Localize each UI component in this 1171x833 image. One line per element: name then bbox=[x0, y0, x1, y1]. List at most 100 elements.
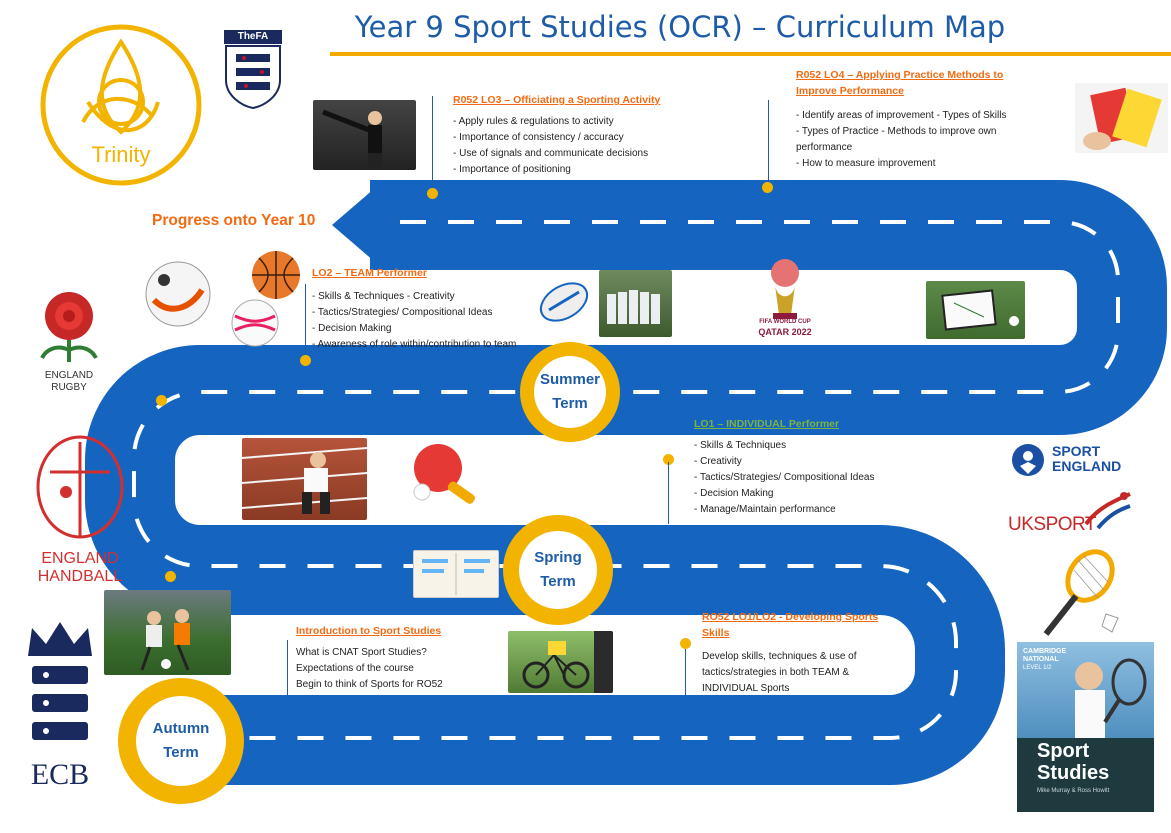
list-item: - Awareness of role within/contribution … bbox=[312, 339, 517, 350]
list-item: - Skills & Techniques - Creativity bbox=[312, 291, 455, 302]
practice-heading-line-1: R052 LO4 – Applying Practice Methods to bbox=[796, 69, 1004, 81]
ecb-logo-text: ECB bbox=[30, 758, 90, 791]
uk-sport-text: UKSPORT bbox=[1008, 514, 1097, 535]
team-unit: LO2 – TEAM Performer - Skills & Techniqu… bbox=[312, 265, 572, 353]
team-huddle-photo bbox=[599, 270, 672, 337]
practice-unit: R052 LO4 – Applying Practice Methods to … bbox=[796, 67, 1056, 172]
officiating-unit: R052 LO3 – Officiating a Sporting Activi… bbox=[453, 92, 763, 178]
road-band bbox=[85, 180, 1167, 785]
practice-connector bbox=[768, 100, 769, 184]
officiating-list: Apply rules & regulations to activity Im… bbox=[453, 114, 763, 178]
list-item: performance bbox=[796, 142, 853, 153]
spring-term-badge: Spring Term bbox=[503, 515, 613, 625]
fa-logo-text: TheFA bbox=[224, 30, 282, 44]
road-dashes bbox=[132, 220, 1121, 740]
page-title: Year 9 Sport Studies (OCR) – Curriculum … bbox=[354, 10, 1006, 44]
tactics-tablet-photo bbox=[926, 281, 1025, 339]
cards-photo bbox=[1075, 83, 1168, 153]
individual-list: Skills & Techniques Creativity Tactics/S… bbox=[694, 438, 954, 518]
world-cup-trophy-icon bbox=[771, 259, 799, 319]
paper-sheet-icon bbox=[422, 553, 490, 595]
list-item: Importance of consistency / accuracy bbox=[453, 130, 763, 146]
list-item: Use of signals and communicate decisions bbox=[453, 146, 763, 162]
sprinter-photo bbox=[242, 438, 367, 520]
red-yellow-card-icon bbox=[1083, 87, 1162, 150]
handball-icon bbox=[36, 435, 124, 539]
progress-label: Progress onto Year 10 bbox=[152, 212, 316, 229]
intro-connector bbox=[287, 640, 288, 696]
para-football-photo bbox=[104, 590, 231, 675]
autumn-term-line-1: Autumn bbox=[152, 720, 210, 737]
list-item: Creativity bbox=[694, 454, 954, 470]
developing-unit: RO52 LO1/LO2 - Developing Sports Skills … bbox=[702, 609, 912, 697]
book-cover-photo bbox=[1017, 642, 1154, 738]
practice-list: - Identify areas of improvement - Types … bbox=[796, 108, 1056, 172]
trinity-logo-text: Trinity bbox=[91, 142, 151, 167]
summer-term-line-2: Term bbox=[552, 395, 588, 412]
list-item: tactics/strategies in both TEAM & bbox=[702, 667, 850, 678]
trinity-logo: Trinity bbox=[38, 22, 204, 188]
spring-term-line-2: Term bbox=[540, 573, 576, 590]
list-item: - Identify areas of improvement - Types … bbox=[796, 110, 1007, 121]
list-item: Skills & Techniques bbox=[694, 438, 954, 454]
book-publisher-line-3: LEVEL 1/2 bbox=[1023, 665, 1052, 671]
practice-dot bbox=[762, 182, 773, 193]
title-underline bbox=[330, 52, 1171, 56]
list-item: Apply rules & regulations to activity bbox=[453, 114, 763, 130]
list-item: Importance of positioning bbox=[453, 162, 763, 178]
qatar-2022-logo: FIFA WORLD CUP QATAR 2022 bbox=[755, 255, 815, 345]
team-huddle-icon bbox=[607, 290, 660, 324]
list-item: - Decision Making bbox=[312, 323, 392, 334]
officiating-connector bbox=[432, 96, 433, 188]
list-item: Manage/Maintain performance bbox=[694, 502, 954, 518]
sport-studies-book: CAMBRIDGE NATIONAL LEVEL 1/2 Sport Studi… bbox=[1017, 642, 1154, 812]
list-item: - How to measure improvement bbox=[796, 158, 936, 169]
cyclist-icon bbox=[522, 631, 613, 693]
developing-dot bbox=[680, 638, 691, 649]
england-rugby-logo: ENGLAND RUGBY bbox=[26, 288, 112, 398]
summer-term-line-1: Summer bbox=[539, 371, 601, 388]
england-handball-line-1: ENGLAND bbox=[41, 550, 119, 567]
team-connector bbox=[305, 284, 306, 356]
individual-connector bbox=[668, 462, 669, 524]
referee-icon bbox=[322, 109, 382, 168]
individual-dot bbox=[663, 454, 674, 465]
england-rugby-line-2: RUGBY bbox=[51, 382, 87, 393]
qatar-logo-line-2: QATAR 2022 bbox=[758, 327, 812, 337]
practice-heading-line-2: Improve Performance bbox=[796, 85, 904, 97]
spring-start-dot bbox=[165, 571, 176, 582]
england-handball-logo: ENGLAND HANDBALL bbox=[30, 432, 130, 587]
officiating-heading: R052 LO3 – Officiating a Sporting Activi… bbox=[453, 94, 661, 106]
list-item: - Types of Practice - Methods to improve… bbox=[796, 126, 997, 137]
sport-england-line-1: SPORT bbox=[1052, 443, 1101, 459]
trinity-knot-icon bbox=[40, 24, 202, 186]
developing-heading-line-1: RO52 LO1/LO2 - Developing Sports bbox=[702, 611, 879, 623]
football-icon bbox=[145, 261, 211, 327]
red-rose-icon bbox=[40, 292, 98, 362]
book-title-line-2: Studies bbox=[1037, 762, 1110, 784]
list-item: Tactics/Strategies/ Compositional Ideas bbox=[694, 470, 954, 486]
book-publisher-line-1: CAMBRIDGE bbox=[1023, 648, 1067, 655]
sheet-photo bbox=[413, 550, 499, 598]
cyclist-photo bbox=[508, 631, 613, 693]
list-item: - Tactics/Strategies/ Compositional Idea… bbox=[312, 307, 493, 318]
ecb-crown-lions-icon bbox=[28, 622, 92, 740]
list-item: Begin to think of Sports for RO52 bbox=[296, 679, 443, 690]
road-arrow-head bbox=[332, 182, 382, 268]
developing-heading-line-2: Skills bbox=[702, 627, 730, 639]
book-publisher-line-2: NATIONAL bbox=[1023, 656, 1059, 663]
sprinter-icon bbox=[242, 447, 367, 514]
qatar-logo-line-1: FIFA WORLD CUP bbox=[759, 319, 811, 325]
book-authors: Mike Murray & Ross Howitt bbox=[1037, 788, 1110, 794]
fa-logo: TheFA bbox=[224, 30, 282, 112]
uk-sport-figure-icon bbox=[1084, 492, 1131, 530]
list-item: INDIVIDUAL Sports bbox=[702, 683, 790, 694]
autumn-term-line-2: Term bbox=[163, 744, 199, 761]
book-title-line-1: Sport bbox=[1037, 740, 1090, 762]
list-item: What is CNAT Sport Studies? bbox=[296, 647, 427, 658]
summer-term-badge: Summer Term bbox=[520, 342, 620, 442]
developing-list: Develop skills, techniques & use of tact… bbox=[702, 649, 912, 697]
sport-england-icon bbox=[1012, 444, 1044, 476]
